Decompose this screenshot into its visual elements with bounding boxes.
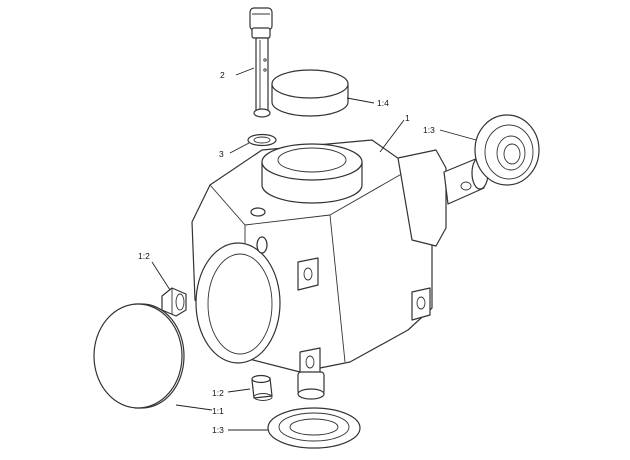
callout-1-3-top: 1:3 (423, 125, 435, 135)
leader-lines (151, 67, 477, 431)
part-1-2-plug-bottom (251, 374, 273, 401)
callout-labels: 2 1:4 1 1:3 3 1:2 1:2 1:1 1:3 (138, 70, 435, 435)
part-1-3-seal-right (474, 114, 540, 186)
callout-1-2-bottom: 1:2 (212, 388, 224, 398)
part-1-1-side-cap (93, 303, 185, 409)
callout-2: 2 (220, 70, 225, 80)
part-1-2-plug-left (161, 287, 187, 317)
part-1-gearbox-housing (191, 139, 489, 400)
part-1-3-seal-bottom (267, 407, 361, 449)
part-2-dipstick (249, 7, 273, 118)
part-1-4-top-cap (271, 69, 349, 117)
callout-3: 3 (219, 149, 224, 159)
callout-1-4: 1:4 (377, 98, 389, 108)
callout-1-3-bottom: 1:3 (212, 425, 224, 435)
part-3-o-ring (247, 133, 277, 147)
callout-1-1: 1:1 (212, 406, 224, 416)
callout-1: 1 (405, 113, 410, 123)
callout-1-2-left: 1:2 (138, 251, 150, 261)
